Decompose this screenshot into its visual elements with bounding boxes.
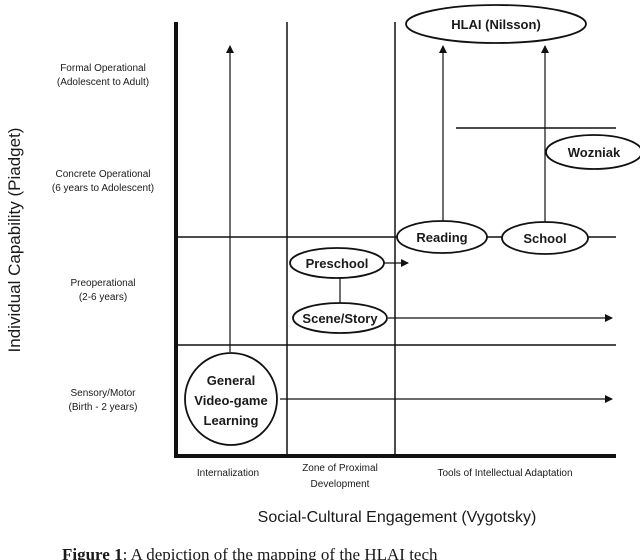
row-label-concrete-line2: (6 years to Adolescent) xyxy=(52,183,154,194)
node-school: School xyxy=(501,221,589,255)
node-preschool: Preschool xyxy=(289,247,385,279)
node-hlai-nilsson: HLAI (Nilsson) xyxy=(405,4,587,44)
node-reading: Reading xyxy=(396,220,488,254)
node-preschool-label: Preschool xyxy=(306,256,369,271)
node-wozniak: Wozniak xyxy=(545,134,640,170)
column-label-zpd-line2: Development xyxy=(311,479,370,490)
node-school-label: School xyxy=(523,231,566,246)
column-label-internalization: Internalization xyxy=(197,468,259,479)
x-axis-title: Social-Cultural Engagement (Vygotsky) xyxy=(258,509,537,526)
row-label-formal-line2: (Adolescent to Adult) xyxy=(57,77,149,88)
row-label-sensory-line2: (Birth - 2 years) xyxy=(69,402,138,413)
row-label-formal-line1: Formal Operational xyxy=(60,63,146,74)
caption-text: : A depiction of the mapping of the HLAI… xyxy=(123,545,438,560)
figure-caption: Figure 1: A depiction of the mapping of … xyxy=(62,545,438,560)
row-label-preoperational-line2: (2-6 years) xyxy=(79,292,127,303)
node-general-line2: Video-game xyxy=(194,393,267,408)
node-general-video-game-learning: General Video-game Learning xyxy=(184,352,278,446)
row-label-preoperational-line1: Preoperational xyxy=(70,278,135,289)
row-label-concrete-line1: Concrete Operational xyxy=(55,169,150,180)
node-general-line1: General xyxy=(207,373,255,388)
y-axis-title: Individual Capability (Piadget) xyxy=(5,128,24,353)
node-scene-story: Scene/Story xyxy=(292,302,388,334)
column-label-zpd-line1: Zone of Proximal xyxy=(302,463,378,474)
row-label-sensory-line1: Sensory/Motor xyxy=(70,388,136,399)
node-wozniak-label: Wozniak xyxy=(568,145,621,160)
node-general-line3: Learning xyxy=(204,413,259,428)
column-label-tools: Tools of Intellectual Adaptation xyxy=(437,468,572,479)
node-scene-story-label: Scene/Story xyxy=(302,311,378,326)
caption-figure-number: Figure 1 xyxy=(62,545,123,560)
node-reading-label: Reading xyxy=(416,230,467,245)
node-hlai-label: HLAI (Nilsson) xyxy=(451,17,541,32)
